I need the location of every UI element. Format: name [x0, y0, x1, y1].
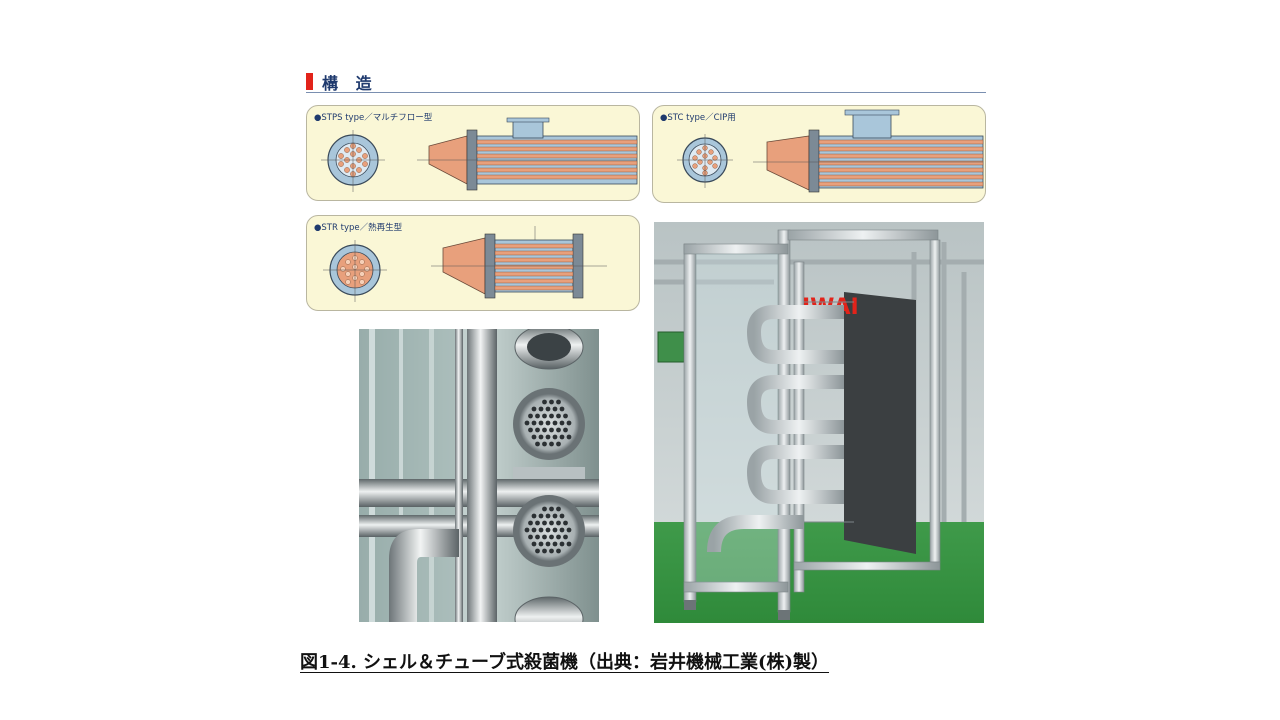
tube-hole	[542, 548, 547, 554]
tube-hole	[545, 513, 551, 519]
tube-hole	[535, 548, 540, 554]
tube-hole	[552, 513, 558, 519]
diagram-panel-stc: ●STC type／CIP用	[652, 105, 986, 203]
tube-hole	[559, 513, 565, 519]
tube-hole	[535, 413, 540, 419]
tube-hole	[542, 399, 547, 405]
tube-hole	[552, 434, 558, 440]
tube-hole	[556, 399, 561, 405]
tube-hole	[538, 541, 544, 547]
tube-hole	[538, 513, 544, 519]
tube-hole	[535, 441, 540, 447]
tube-hole	[545, 541, 551, 547]
tube-hole	[538, 527, 544, 533]
panel-label-stps: ●STPS type／マルチフロー型	[314, 113, 433, 123]
stc-diagram	[677, 109, 984, 193]
figure-caption: 図1-4. シェル＆チューブ式殺菌機（出典：岩井機械工業(株)製）	[300, 652, 830, 673]
tube-hole	[549, 506, 554, 512]
tube-hole	[538, 406, 544, 412]
tube-hole	[542, 413, 547, 419]
tube-hole	[531, 541, 537, 547]
tube-hole	[528, 413, 533, 419]
tube-hole	[528, 427, 533, 433]
tube-hole	[535, 520, 540, 526]
tube-hole	[559, 541, 565, 547]
tube-hole	[538, 420, 544, 426]
tube-hole	[531, 513, 537, 519]
tube-hole	[563, 427, 568, 433]
tube-hole	[535, 534, 540, 540]
tube-hole	[552, 420, 558, 426]
tube-hole	[559, 406, 565, 412]
tube-hole	[566, 420, 572, 426]
tube-hole	[545, 527, 551, 533]
tube-hole	[528, 534, 533, 540]
tube-hole	[556, 548, 561, 554]
tube-hole	[563, 413, 568, 419]
tube-hole	[556, 534, 561, 540]
sterilizer-machine-photo: IWAI	[654, 222, 984, 623]
tube-hole	[552, 527, 558, 533]
panel-label-stc: ●STC type／CIP用	[660, 113, 736, 123]
section-header: 構 造	[306, 70, 986, 94]
tube-hole	[556, 427, 561, 433]
tube-hole	[563, 534, 568, 540]
tube-hole	[524, 527, 530, 533]
tube-hole	[545, 434, 551, 440]
tube-hole	[538, 434, 544, 440]
tube-hole	[549, 413, 554, 419]
tube-hole	[556, 506, 561, 512]
tube-hole	[549, 548, 554, 554]
tube-hole	[552, 541, 558, 547]
tube-hole	[549, 399, 554, 405]
tube-hole	[549, 427, 554, 433]
tube-hole	[559, 434, 565, 440]
tube-hole	[566, 434, 572, 440]
tube-hole	[542, 441, 547, 447]
tube-hole	[531, 527, 537, 533]
tube-bundle-photo	[359, 329, 599, 622]
section-title: 構 造	[322, 74, 378, 93]
tube-hole	[542, 520, 547, 526]
tube-hole	[563, 520, 568, 526]
tube-hole	[549, 441, 554, 447]
tube-hole	[552, 406, 558, 412]
tube-hole	[549, 520, 554, 526]
tube-hole	[531, 406, 537, 412]
tube-hole	[566, 541, 572, 547]
str-diagram	[323, 226, 607, 302]
tube-hole	[559, 527, 565, 533]
tube-hole	[542, 427, 547, 433]
tube-hole	[528, 520, 533, 526]
sterilizer-machine-illustration: IWAI	[654, 222, 984, 623]
tube-hole	[556, 413, 561, 419]
tube-bundle-illustration	[359, 329, 599, 622]
diagram-panel-str: ●STR type／熱再生型	[306, 215, 640, 311]
tube-hole	[531, 420, 537, 426]
tube-hole	[556, 441, 561, 447]
tube-hole	[531, 434, 537, 440]
section-marker	[306, 73, 313, 90]
tube-hole	[542, 534, 547, 540]
stps-diagram	[321, 117, 638, 192]
tube-hole	[545, 406, 551, 412]
tube-hole	[549, 534, 554, 540]
tube-hole	[542, 506, 547, 512]
tube-hole	[556, 520, 561, 526]
panel-label-str: ●STR type／熱再生型	[314, 223, 403, 233]
tube-hole	[566, 527, 572, 533]
tube-hole	[535, 427, 540, 433]
tube-hole	[559, 420, 565, 426]
tube-hole	[524, 420, 530, 426]
section-rule	[306, 92, 986, 93]
diagram-panel-stps: ●STPS type／マルチフロー型	[306, 105, 640, 201]
tube-hole	[545, 420, 551, 426]
